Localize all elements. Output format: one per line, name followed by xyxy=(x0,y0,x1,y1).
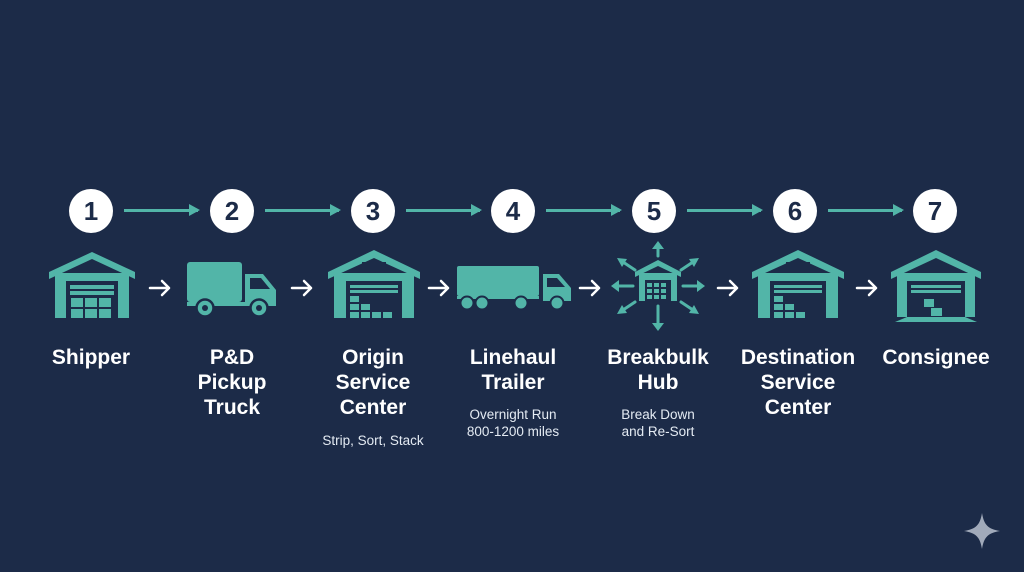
step-connector-arrow xyxy=(546,204,622,216)
breakbulk-hub-icon xyxy=(609,240,707,332)
arrow-right-icon xyxy=(427,279,450,297)
arrow-right-icon xyxy=(290,279,313,297)
step-detail-origin: Strip, Sort, Stack xyxy=(322,433,424,448)
step-detail-breakbulk: Break Down and Re-Sort xyxy=(621,407,695,439)
step-label-pd-pickup-truck: P&D Pickup Truck xyxy=(197,346,267,419)
step-number-2: 2 xyxy=(210,189,254,233)
step-connector-arrow xyxy=(406,204,482,216)
service-center-icon xyxy=(752,248,844,320)
pickup-truck-icon xyxy=(187,262,279,318)
step-number-5: 5 xyxy=(632,189,676,233)
step-number-1: 1 xyxy=(69,189,113,233)
step-number-3: 3 xyxy=(351,189,395,233)
arrow-right-icon xyxy=(578,279,601,297)
step-label-linehaul-trailer: Linehaul Trailer xyxy=(469,346,557,394)
consignee-warehouse-icon xyxy=(891,248,981,322)
sparkle-icon xyxy=(964,513,1000,549)
step-connector-arrow xyxy=(265,204,341,216)
arrow-right-icon xyxy=(716,279,739,297)
step-connector-arrow xyxy=(828,204,904,216)
arrow-right-icon xyxy=(148,279,171,297)
step-connector-arrow xyxy=(687,204,763,216)
step-number-6: 6 xyxy=(773,189,817,233)
step-label-origin-service-center: Origin Service Center xyxy=(335,346,411,419)
step-number-7: 7 xyxy=(913,189,957,233)
arrow-right-icon xyxy=(855,279,878,297)
step-label-destination-service-center: Destination Service Center xyxy=(740,346,856,419)
step-label-breakbulk-hub: Breakbulk Hub xyxy=(607,346,709,394)
step-detail-linehaul: Overnight Run 800-1200 miles xyxy=(466,407,560,439)
warehouse-icon xyxy=(49,250,135,320)
linehaul-trailer-icon xyxy=(457,266,575,312)
service-center-icon xyxy=(328,248,420,320)
step-label-consignee: Consignee xyxy=(882,346,990,369)
step-number-4: 4 xyxy=(491,189,535,233)
step-label-shipper: Shipper xyxy=(51,346,131,369)
step-connector-arrow xyxy=(124,204,200,216)
